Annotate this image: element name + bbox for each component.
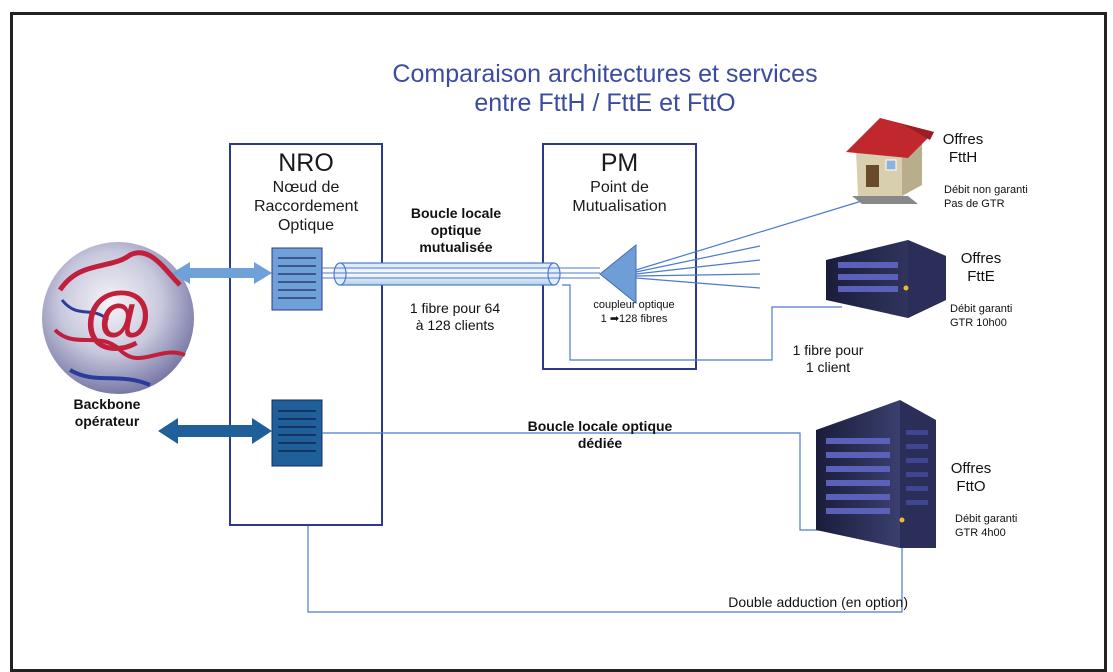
ftto-offer-title: Offres FttO bbox=[938, 460, 1004, 496]
dedicated-loop-line-2: dédiée bbox=[577, 435, 623, 451]
title-line-1: Comparaison architectures et services bbox=[392, 60, 818, 88]
ftto-line-1: Offres bbox=[950, 460, 992, 477]
backbone-line-1: Backbone bbox=[73, 396, 141, 412]
house-icon bbox=[846, 118, 934, 204]
pm-line-1: Point de bbox=[590, 179, 649, 196]
nro-equipment-shared bbox=[271, 247, 323, 311]
fiber-64-line-2: à 128 clients bbox=[415, 317, 495, 333]
fiber-64-label: 1 fibre pour 64 à 128 clients bbox=[390, 300, 520, 334]
nro-equipment-dedicated bbox=[271, 399, 323, 467]
ftto-line-2: FttO bbox=[956, 478, 986, 495]
ftte-fiber-link bbox=[562, 284, 842, 361]
fan-out-fibers bbox=[635, 199, 866, 289]
diagram-title: Comparaison architectures et services en… bbox=[330, 60, 880, 118]
fiber-1-line-2: 1 client bbox=[805, 359, 851, 375]
office-tower-icon bbox=[816, 400, 936, 548]
ftte-detail-1: Débit garanti bbox=[950, 303, 1013, 315]
dedicated-loop-line-1: Boucle locale optique bbox=[527, 418, 673, 434]
nro-line-2: Raccordement bbox=[253, 198, 359, 215]
nro-line-1: Nœud de bbox=[272, 179, 340, 196]
ftto-detail-1: Débit garanti bbox=[955, 513, 1018, 525]
nro-box: NRO Nœud de Raccordement Optique bbox=[229, 143, 383, 526]
ftth-line-1: Offres bbox=[942, 131, 984, 148]
pm-acronym: PM bbox=[600, 149, 639, 177]
nro-line-3: Optique bbox=[277, 217, 335, 234]
ftth-detail-1: Débit non garanti bbox=[944, 184, 1028, 196]
ftte-offer-details: Débit garanti GTR 10h00 bbox=[950, 302, 1070, 330]
ftth-offer-details: Débit non garanti Pas de GTR bbox=[944, 183, 1094, 211]
backbone-arrow-top bbox=[172, 262, 272, 284]
backbone-arrow-bottom bbox=[158, 418, 272, 444]
pm-box: PM Point de Mutualisation bbox=[542, 143, 697, 370]
fiber-1-label: 1 fibre pour 1 client bbox=[778, 342, 878, 376]
ftte-line-1: Offres bbox=[960, 250, 1002, 267]
pm-line-2: Mutualisation bbox=[572, 198, 667, 215]
title-line-2: entre FttH / FttE et FttO bbox=[474, 89, 736, 117]
dedicated-loop-label: Boucle locale optique dédiée bbox=[500, 418, 700, 452]
shared-loop-line-3: mutualisée bbox=[419, 239, 493, 255]
fiber-64-line-1: 1 fibre pour 64 bbox=[409, 300, 501, 316]
coupler-line-2: 1 ➡128 fibres bbox=[572, 312, 696, 326]
diagram-graphics: @ bbox=[42, 118, 946, 613]
shared-loop-line-1: Boucle locale bbox=[410, 205, 502, 221]
coupler-ratio-end: 128 fibres bbox=[619, 313, 668, 325]
shared-fiber-cable bbox=[322, 262, 600, 286]
fiber-1-line-1: 1 fibre pour bbox=[792, 342, 864, 358]
ftte-offer-title: Offres FttE bbox=[948, 250, 1014, 286]
ftth-line-2: FttH bbox=[948, 149, 978, 166]
svg-text:@: @ bbox=[84, 277, 152, 355]
enterprise-building-icon bbox=[826, 240, 946, 318]
backbone-label: Backbone opérateur bbox=[52, 396, 162, 430]
ftto-detail-2: GTR 4h00 bbox=[955, 527, 1006, 539]
coupler-ratio-start: 1 bbox=[600, 313, 607, 325]
ftte-line-2: FttE bbox=[967, 268, 995, 285]
nro-acronym: NRO bbox=[278, 149, 334, 177]
ftth-detail-2: Pas de GTR bbox=[944, 198, 1005, 210]
shared-loop-line-2: optique bbox=[430, 222, 482, 238]
coupler-label: coupleur optique 1 ➡128 fibres bbox=[572, 298, 696, 326]
double-adduction-label: Double adduction (en option) bbox=[728, 594, 908, 610]
double-adduction-link bbox=[307, 526, 903, 613]
right-arrow-icon: ➡ bbox=[609, 313, 620, 325]
ftth-offer-title: Offres FttH bbox=[930, 131, 996, 167]
coupler-line-1: coupleur optique bbox=[593, 299, 675, 311]
shared-loop-label: Boucle locale optique mutualisée bbox=[396, 205, 516, 256]
optical-coupler-icon bbox=[599, 243, 637, 305]
backbone-line-2: opérateur bbox=[74, 413, 140, 429]
ftto-offer-details: Débit garanti GTR 4h00 bbox=[955, 512, 1075, 540]
backbone-globe-icon: @ bbox=[42, 242, 194, 394]
ftte-detail-2: GTR 10h00 bbox=[950, 317, 1007, 329]
